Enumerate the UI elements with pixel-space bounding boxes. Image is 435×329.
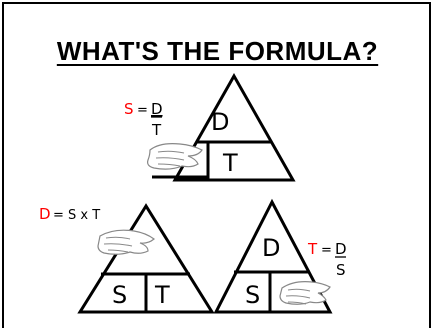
hand-cover-icon xyxy=(97,229,155,255)
formula-distance-lhs: D xyxy=(39,205,51,223)
formula-distance-rest: = S x T xyxy=(53,208,100,223)
formula-speed-eq: = xyxy=(137,103,148,118)
hand-cover-icon xyxy=(147,143,208,179)
triangle-letter-s: S xyxy=(112,281,127,309)
triangle-outline xyxy=(213,198,333,314)
triangle-letter-d: D xyxy=(211,108,229,136)
formula-speed-lhs: S xyxy=(124,100,134,118)
formula-distance: D = S x T xyxy=(39,205,100,223)
triangle-letter-s: S xyxy=(245,281,260,309)
hand-cover-icon xyxy=(279,281,331,305)
formula-time-lhs: T xyxy=(307,240,318,258)
triangle-speed: D T xyxy=(147,72,296,182)
formula-time: T = D S xyxy=(307,240,347,279)
triangle-distance: S T xyxy=(77,203,215,314)
triangle-letter-t: T xyxy=(222,149,238,177)
formula-speed-denominator: T xyxy=(151,121,162,139)
formula-time-numerator: D xyxy=(335,240,347,258)
formula-speed: S = D T xyxy=(124,100,163,139)
formula-speed-numerator: D xyxy=(151,100,163,118)
triangle-letter-t: T xyxy=(154,281,170,309)
triangle-outline xyxy=(172,72,296,182)
slide-frame xyxy=(2,2,431,328)
formula-time-eq: = xyxy=(321,243,332,258)
formula-time-denominator: S xyxy=(336,261,346,279)
slide-title: WHAT'S THE FORMULA? xyxy=(56,36,379,66)
triangle-time: D S xyxy=(213,198,333,314)
triangle-letter-d: D xyxy=(262,234,280,262)
